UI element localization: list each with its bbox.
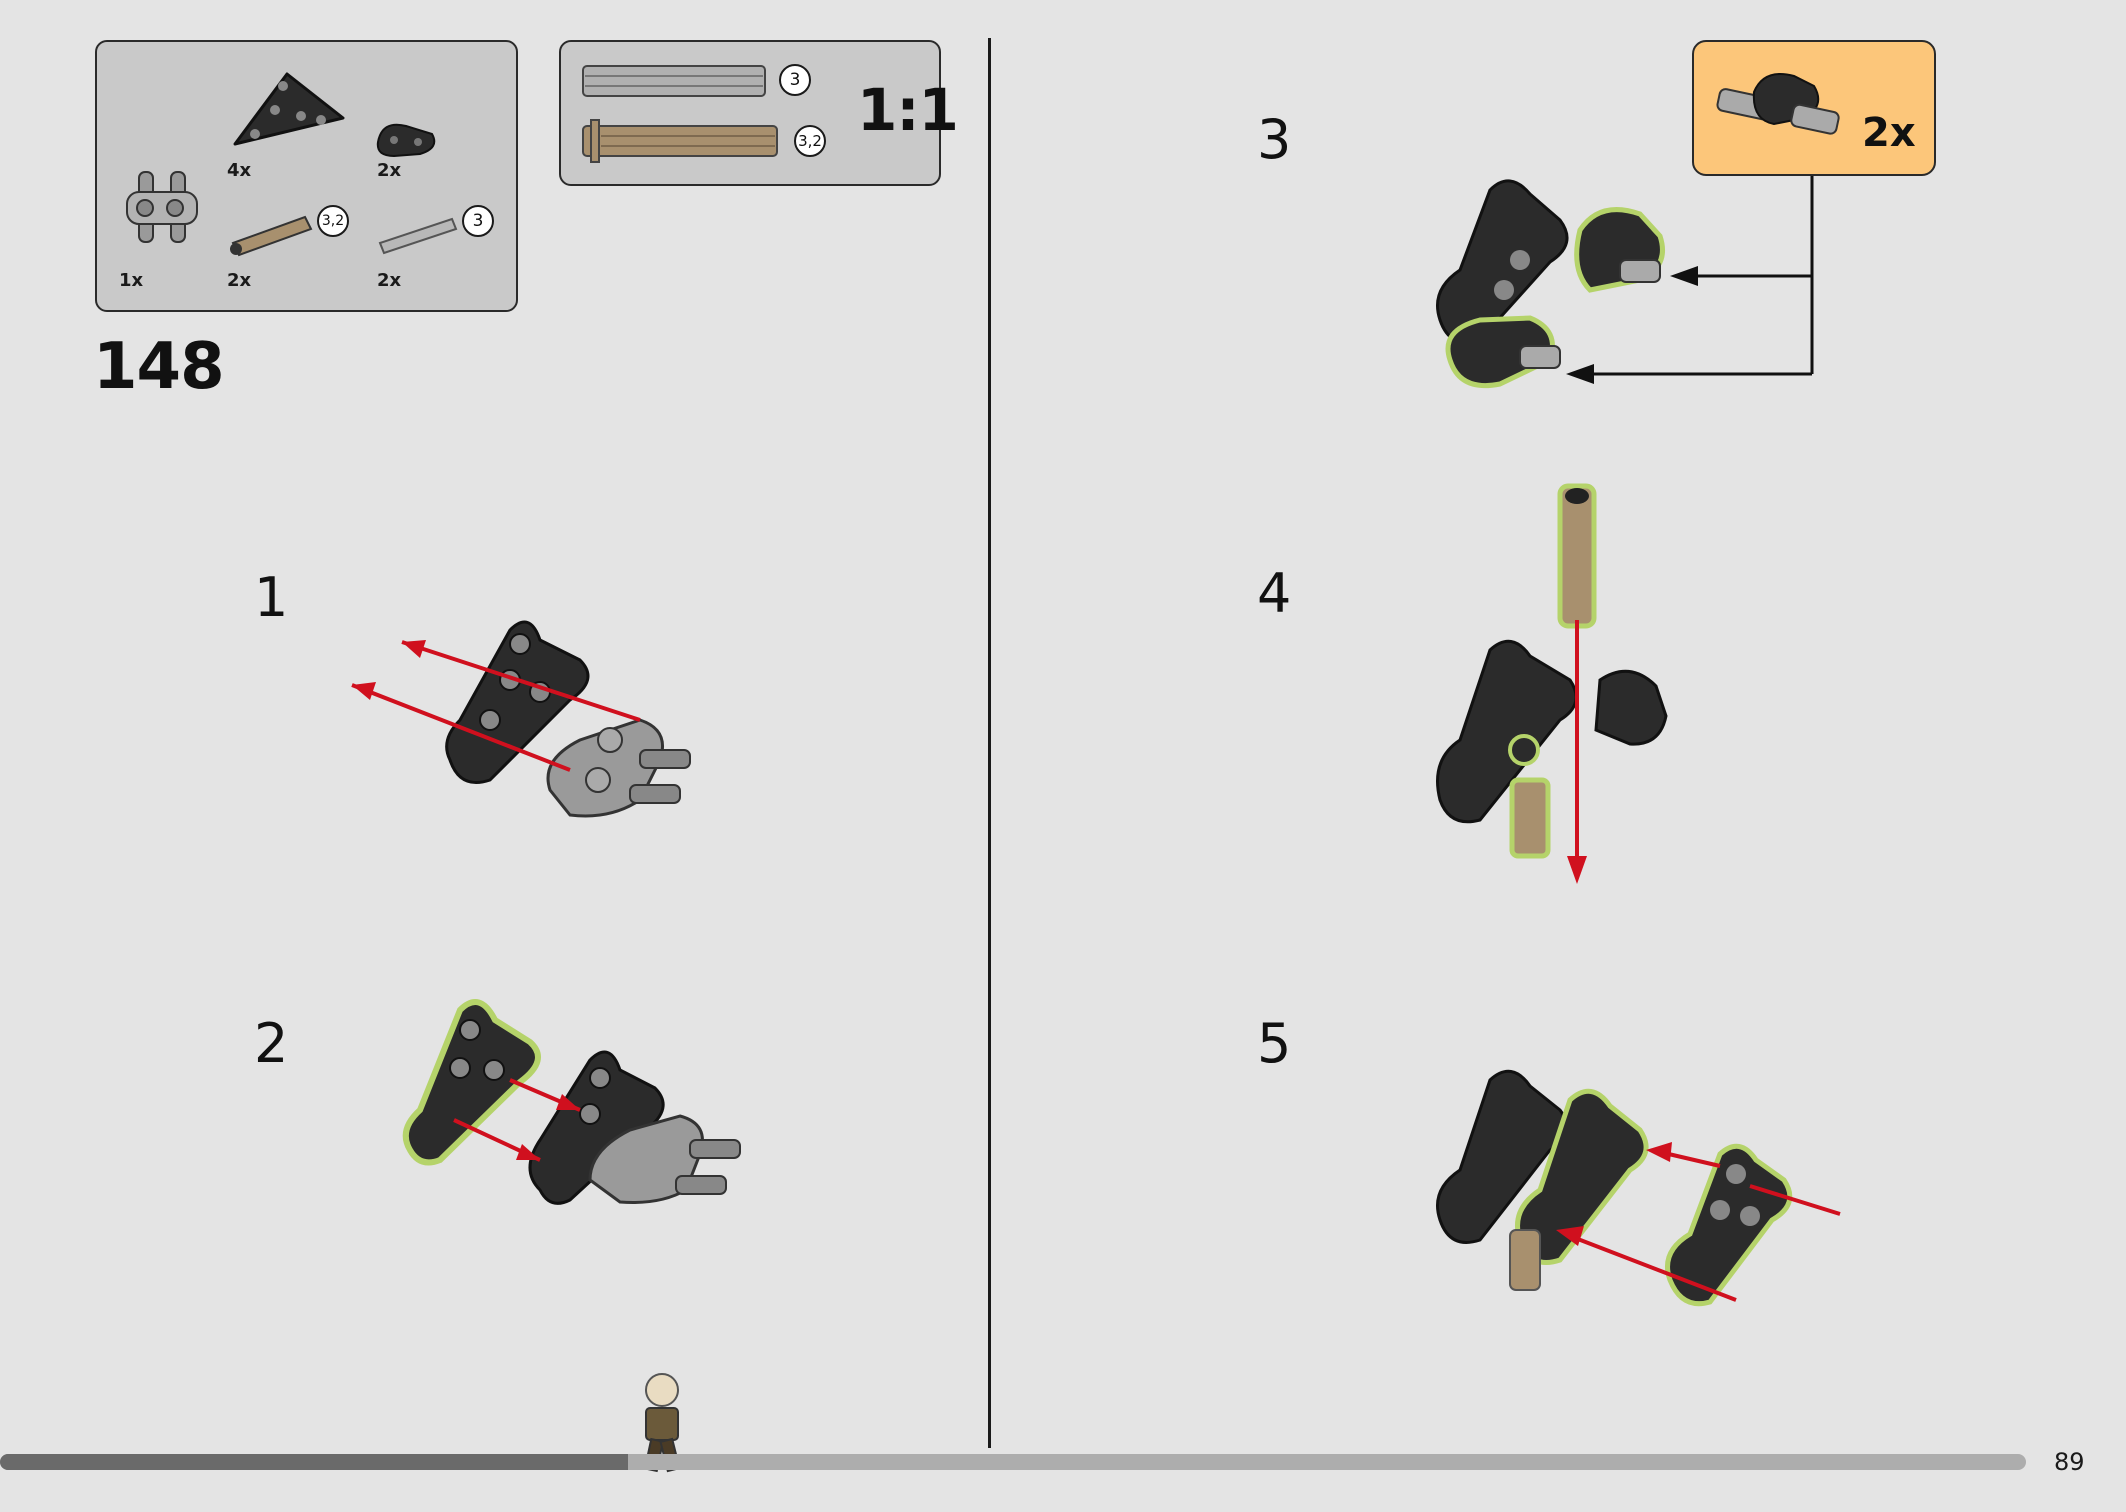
parts-list-box: 1x 4x 2x 3,2 2x 3 2x bbox=[95, 40, 518, 312]
gray-axle-icon bbox=[378, 217, 458, 255]
part-qty-triangle: 4x bbox=[227, 160, 252, 181]
substep-5-illustration bbox=[1436, 1069, 1841, 1307]
substep-3-illustration bbox=[1436, 176, 1814, 389]
part-qty-tan-axle: 2x bbox=[227, 270, 252, 291]
substep-4-illustration bbox=[1436, 483, 1668, 884]
part-qty-gray-axle: 2x bbox=[377, 270, 402, 291]
substep-number: 5 bbox=[1257, 1012, 1292, 1075]
substep-number: 4 bbox=[1257, 562, 1292, 625]
callout-qty: 2x bbox=[1862, 110, 1916, 156]
scale-label: 1:1 bbox=[857, 76, 959, 144]
gray-axle-3-icon bbox=[582, 65, 766, 97]
connector-hub-icon bbox=[126, 171, 198, 243]
tan-axle-32-icon bbox=[582, 119, 778, 163]
scale-length-tan: 3,2 bbox=[794, 125, 826, 157]
tan-axle-icon bbox=[230, 215, 313, 257]
triangle-beam-icon bbox=[233, 72, 345, 146]
progress-fill bbox=[0, 1454, 628, 1470]
part-length-gray: 3 bbox=[462, 205, 494, 237]
page-number: 89 bbox=[2054, 1448, 2085, 1476]
substep-number: 1 bbox=[254, 566, 289, 629]
part-length-tan: 3,2 bbox=[317, 205, 349, 237]
page-divider bbox=[988, 38, 991, 1448]
scale-length-gray: 3 bbox=[779, 64, 811, 96]
scale-box: 3 3,2 1:1 bbox=[559, 40, 959, 186]
small-liftarm-icon bbox=[376, 123, 436, 158]
substep-number: 2 bbox=[254, 1012, 289, 1075]
axle-connector-icon bbox=[1716, 73, 1840, 135]
substep-2-illustration bbox=[402, 999, 741, 1205]
part-qty-liftarm: 2x bbox=[377, 160, 402, 181]
step-number: 148 bbox=[93, 330, 225, 404]
part-qty-connector: 1x bbox=[119, 270, 144, 291]
substep-1-illustration bbox=[351, 620, 691, 818]
subassembly-callout: 2x bbox=[1692, 40, 1936, 176]
substep-number: 3 bbox=[1257, 108, 1292, 171]
